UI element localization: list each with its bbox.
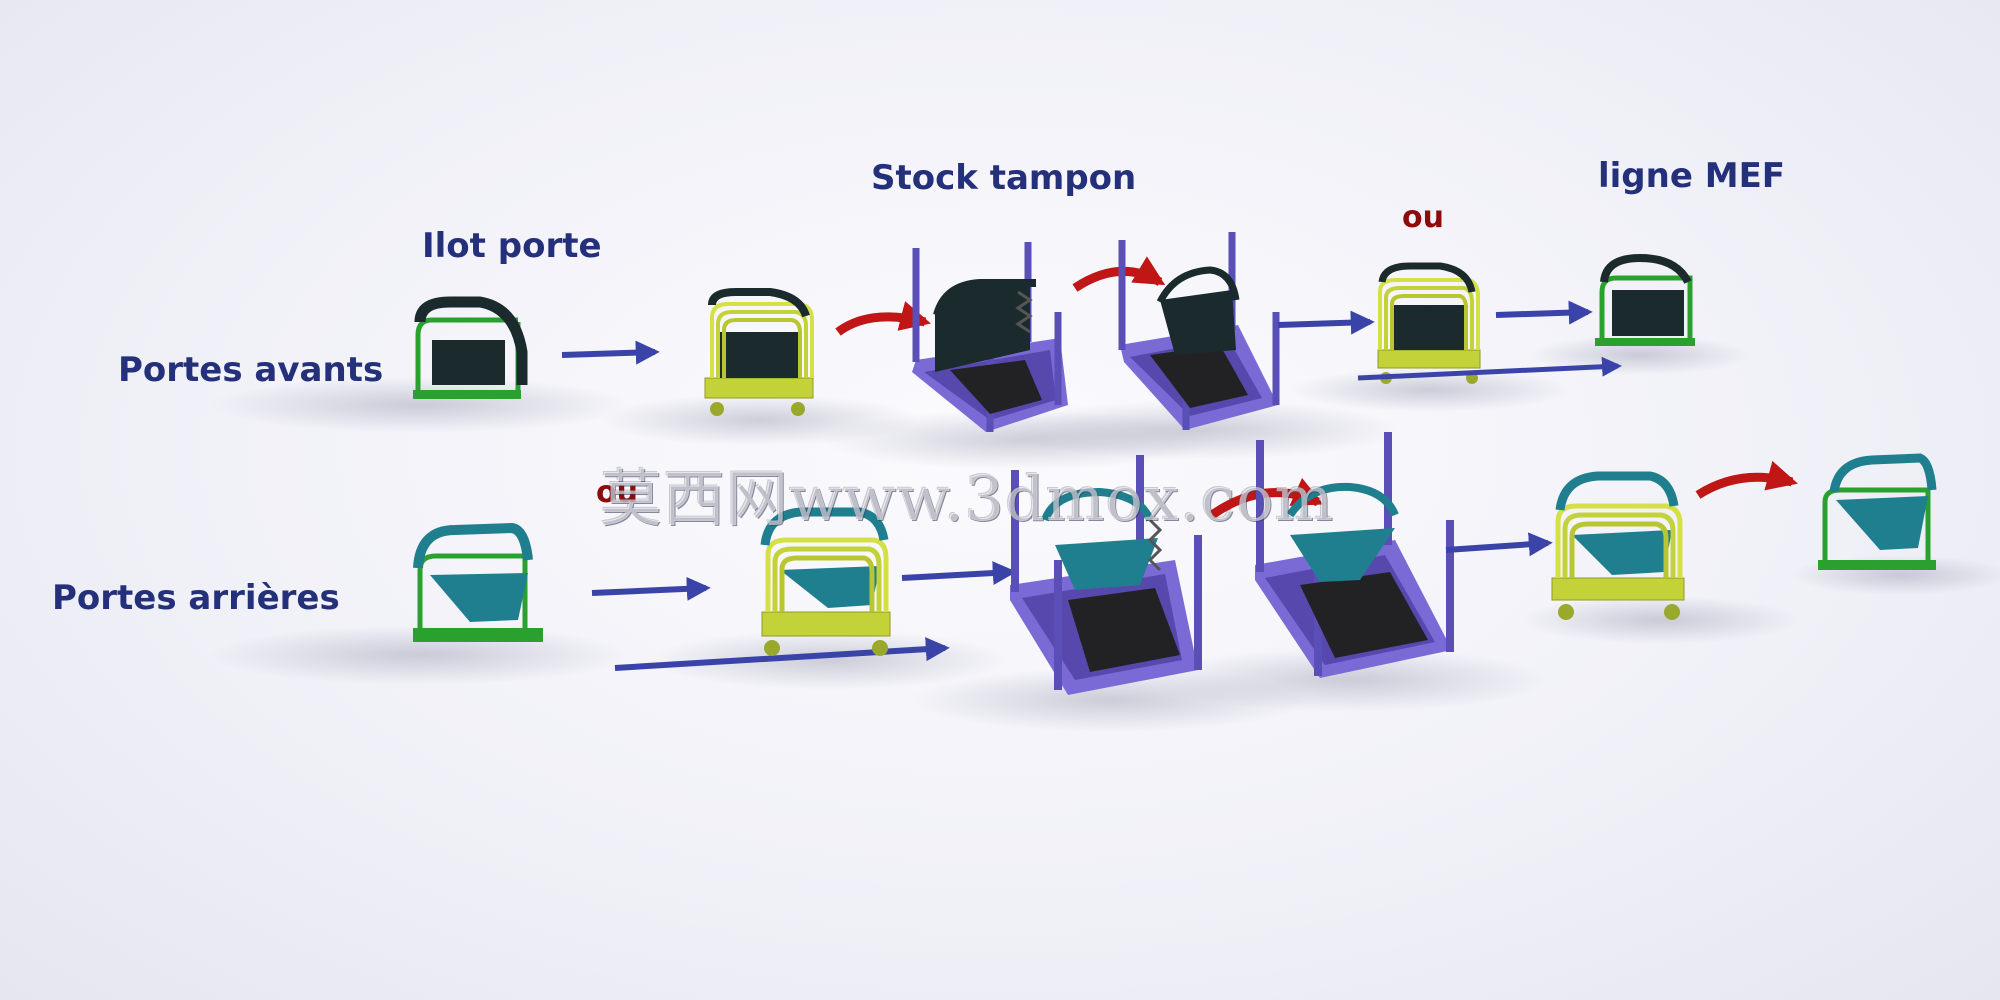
buffer-rack-1 [912, 242, 1068, 432]
yellow-cart-rear-out [1551, 471, 1685, 620]
label-portes-avants: Portes avants [118, 350, 384, 390]
label-ou-top: ou [1402, 200, 1444, 235]
rear-door-frame [413, 522, 543, 642]
arrow-blue [1277, 310, 1375, 335]
label-ilot-porte: Ilot porte [422, 226, 602, 266]
mef-door-rear [1818, 453, 1937, 570]
label-portes-arrieres: Portes arrières [52, 578, 340, 618]
yellow-cart-front-out [1377, 262, 1481, 384]
front-door-frame [413, 296, 528, 399]
buffer-rack-3 [1010, 455, 1202, 695]
arrow-red [1072, 256, 1166, 292]
buffer-rack-2 [1118, 232, 1280, 430]
arrow-blue [561, 340, 660, 365]
arrow-blue [1445, 532, 1553, 557]
label-stock-tampon: Stock tampon [871, 158, 1137, 198]
label-ou-bottom: ou [596, 475, 638, 510]
arrow-blue [591, 576, 711, 601]
buffer-rack-4 [1255, 432, 1454, 678]
arrow-blue-long [614, 637, 950, 671]
yellow-cart-front [704, 288, 814, 416]
arrow-red [835, 301, 931, 336]
arrow-blue [1495, 300, 1593, 325]
label-ligne-mef: ligne MEF [1598, 156, 1786, 196]
watermark: 莫西网www.3dmox.com [600, 462, 1335, 535]
mef-door-front [1595, 253, 1695, 346]
arrow-blue-long [1357, 356, 1622, 381]
yellow-cart-rear [760, 507, 891, 656]
arrow-blue [901, 561, 1017, 586]
shadows [210, 335, 2000, 732]
arrow-red [1695, 460, 1798, 499]
